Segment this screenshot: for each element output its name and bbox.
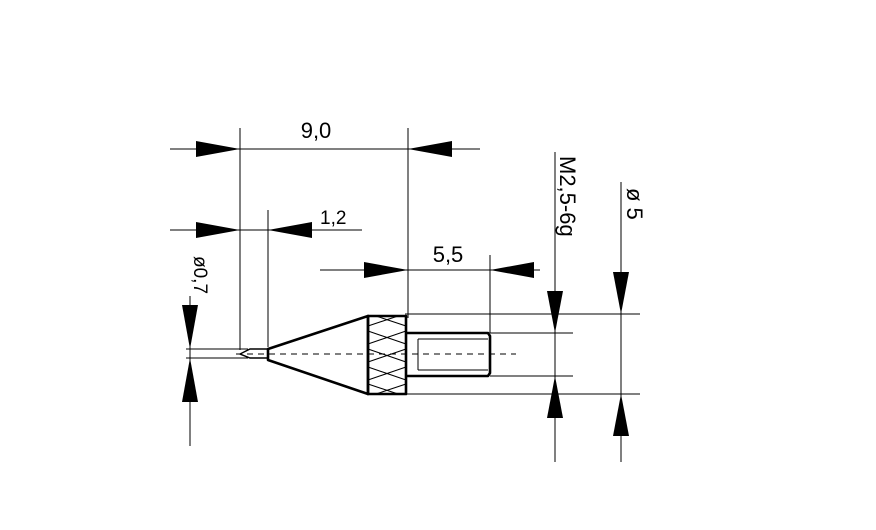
dimension-tip-diameter: ø0,7 [182, 256, 210, 446]
dimension-tip-length: 1,2 [170, 208, 362, 238]
dimension-label-overall-length: 9,0 [301, 118, 332, 143]
dimension-body-diameter: ø 5 [613, 182, 647, 462]
dimension-label-tip-length: 1,2 [320, 208, 346, 229]
knurl-pattern [367, 315, 407, 395]
dimension-overall-length: 9,0 [170, 118, 480, 157]
cone-body [266, 314, 370, 396]
dimension-label-body-diameter: ø 5 [622, 188, 647, 220]
dimension-label-tip-diameter: ø0,7 [189, 256, 210, 294]
dimension-thread: M2,5-6g [547, 152, 580, 462]
knurled-section [366, 314, 408, 396]
probe-part [236, 314, 516, 396]
dimension-label-thread-length: 5,5 [433, 242, 464, 267]
dimension-label-thread: M2,5-6g [555, 156, 580, 237]
dimension-thread-length: 5,5 [320, 242, 540, 278]
